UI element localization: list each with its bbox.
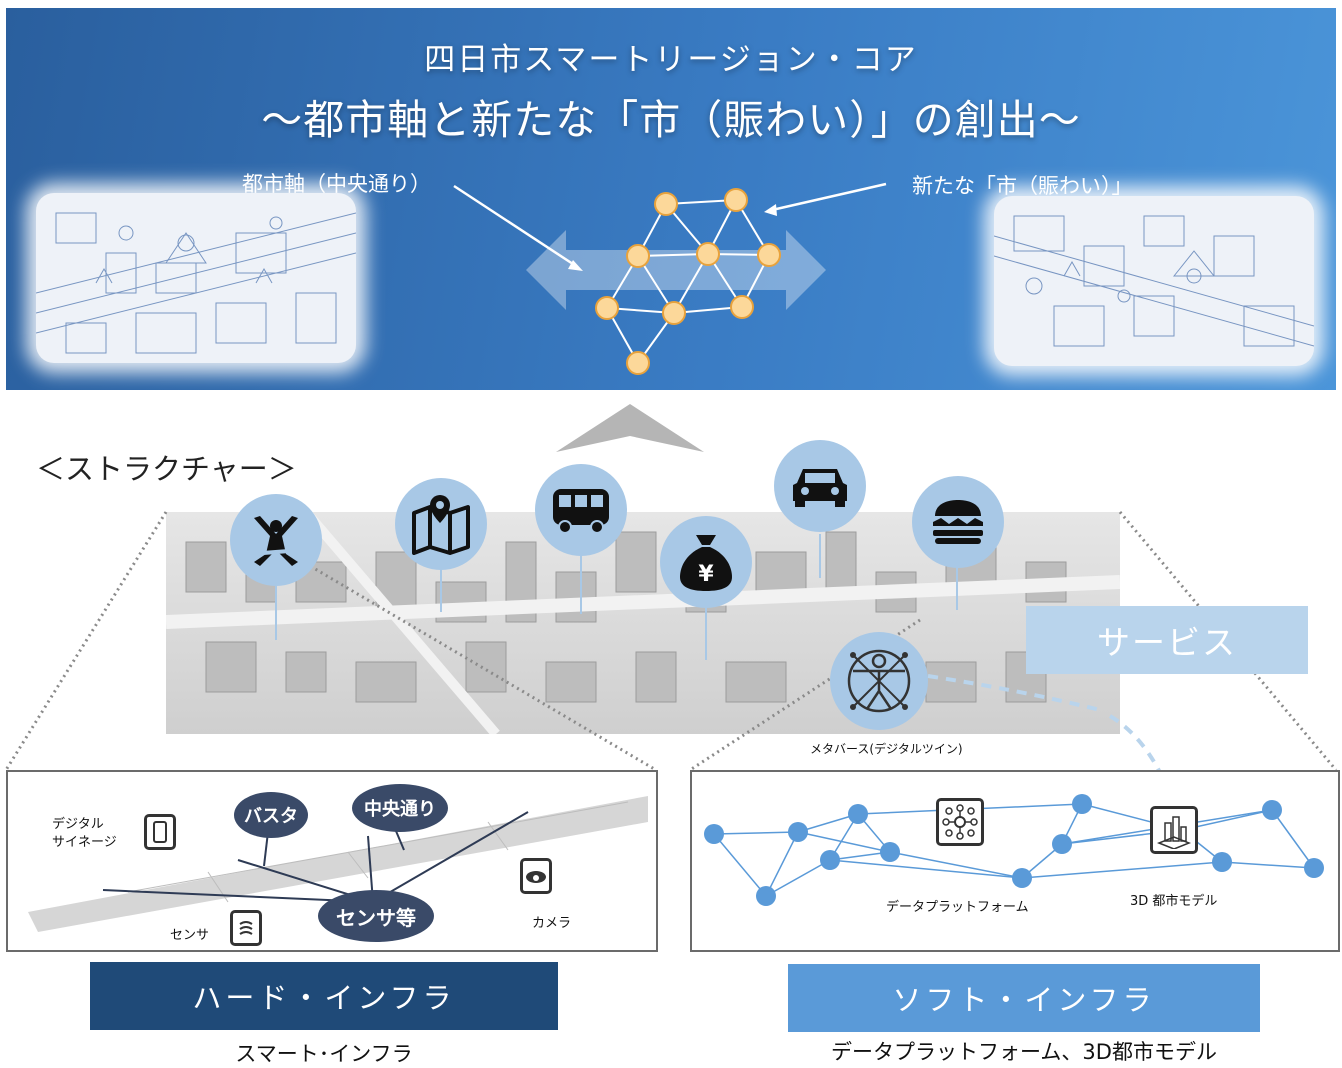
hard-infra-panel: デジタル サイネージ バスタ 中央通り センサ等 カメラ センサ <box>6 770 658 952</box>
busta-oval: バスタ <box>234 792 308 838</box>
hard-infra-title: ハード・インフラ <box>90 962 558 1030</box>
hero-banner: 四日市スマートリージョン・コア ～都市軸と新たな「市（賑わい）」の創出～ <box>6 8 1336 390</box>
market-sketch-right <box>994 196 1314 366</box>
hamburger-icon <box>912 476 1004 568</box>
sensor-etc-oval: センサ等 <box>318 890 434 942</box>
hard-infra-caption: スマート･インフラ <box>235 1042 413 1066</box>
chuo-dori-oval: 中央通り <box>352 784 448 832</box>
car-icon <box>774 440 866 532</box>
service-box: サービス <box>1026 606 1308 674</box>
up-chevron <box>556 404 704 452</box>
disaster-icon <box>230 494 322 586</box>
title-line-2: ～都市軸と新たな「市（賑わい）」の創出～ <box>261 96 1081 144</box>
camera-label: カメラ <box>532 916 572 931</box>
soft-infra-title: ソフト・インフラ <box>788 964 1260 1032</box>
data-platform-icon <box>936 798 984 846</box>
sensor-label: センサ <box>170 928 210 943</box>
metaverse-label: メタバース(デジタルツイン) <box>810 742 963 756</box>
label-new-market: 新たな「市（賑わい）」 <box>912 174 1133 198</box>
label-urban-axis: 都市軸（中央通り） <box>242 172 431 196</box>
city-model-label: 3D 都市モデル <box>1130 894 1218 909</box>
structure-label: ＜ストラクチャー＞ <box>36 452 297 486</box>
soft-infra-panel: データプラットフォーム 3D 都市モデル <box>690 770 1340 952</box>
map-icon <box>395 478 487 570</box>
svg-text:¥: ¥ <box>698 562 714 587</box>
network-diagram <box>453 182 887 375</box>
digital-signage-icon <box>144 814 176 850</box>
pointer-line-left <box>453 184 577 268</box>
camera-icon <box>520 858 552 894</box>
title-line-1: 四日市スマートリージョン・コア <box>424 42 918 78</box>
pointer-line-right <box>771 182 887 212</box>
money-bag-icon: ¥ <box>660 516 752 608</box>
bus-icon <box>535 464 627 556</box>
street-sketch-left <box>36 193 356 363</box>
sensor-icon <box>230 910 262 946</box>
data-platform-label: データプラットフォーム <box>886 900 1029 915</box>
soft-infra-caption: データプラットフォーム、3D都市モデル <box>831 1040 1217 1064</box>
digital-signage-label: デジタル サイネージ <box>52 817 117 850</box>
metaverse-icon <box>830 632 928 730</box>
network-nodes <box>595 188 781 375</box>
city-model-icon <box>1150 806 1198 854</box>
